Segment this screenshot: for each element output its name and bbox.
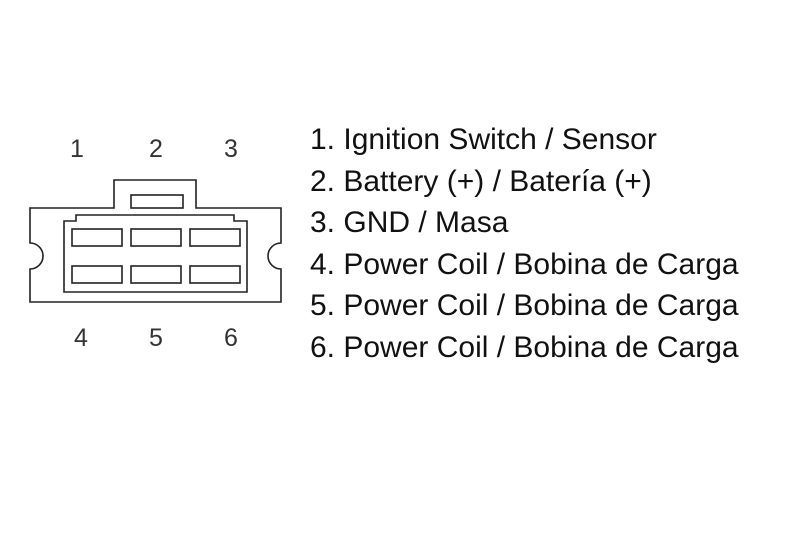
legend-item-5: 5. Power Coil / Bobina de Carga <box>310 289 739 323</box>
terminal-pin-4 <box>71 265 123 284</box>
pin-number-3: 3 <box>224 135 238 163</box>
pin-number-5: 5 <box>149 324 163 352</box>
pin-legend: 1. Ignition Switch / Sensor 2. Battery (… <box>310 119 739 369</box>
pin-number-4: 4 <box>74 324 88 352</box>
legend-item-2: 2. Battery (+) / Batería (+) <box>310 164 652 198</box>
terminal-pin-1 <box>71 228 123 247</box>
terminal-pin-2 <box>130 228 182 247</box>
legend-item-4: 4. Power Coil / Bobina de Carga <box>310 247 739 281</box>
terminal-pin-3 <box>189 228 241 247</box>
pin-number-6: 6 <box>224 324 238 352</box>
connector-key-slot <box>130 194 184 209</box>
terminal-pin-6 <box>189 265 241 284</box>
connector-housing <box>29 179 282 303</box>
terminal-pin-5 <box>130 265 182 284</box>
legend-item-3: 3. GND / Masa <box>310 206 509 240</box>
connector-inner-frame <box>63 214 248 293</box>
legend-item-1: 1. Ignition Switch / Sensor <box>310 123 657 156</box>
pin-number-1: 1 <box>70 135 84 163</box>
pin-number-2: 2 <box>149 135 163 163</box>
legend-item-6: 6. Power Coil / Bobina de Carga <box>310 330 739 364</box>
